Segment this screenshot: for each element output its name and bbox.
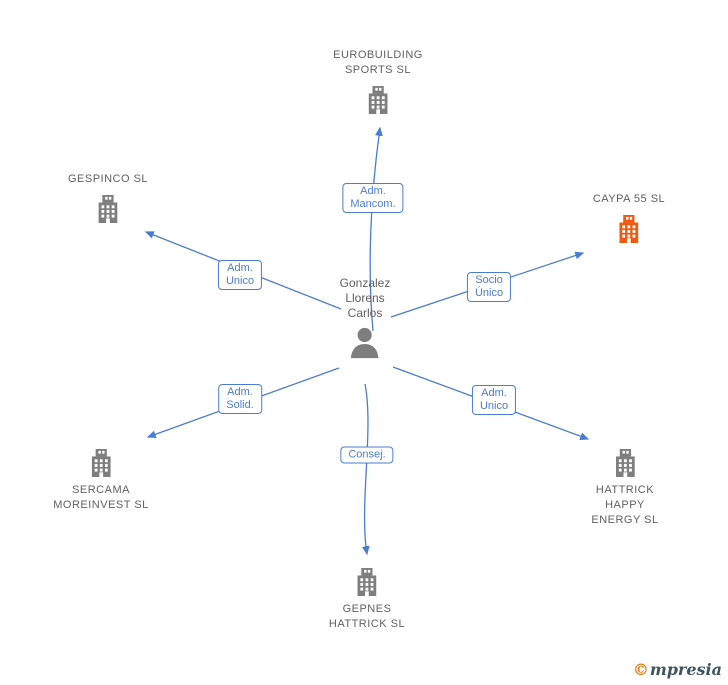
edge-label-consej: Consej. <box>340 446 394 464</box>
company-name-line: SERCAMA <box>72 484 130 496</box>
company-node-caypa[interactable]: CAYPA 55 SL <box>593 192 665 243</box>
company-name: HATTRICK HAPPY ENERGY SL <box>591 483 658 528</box>
company-name-line: HATTRICK SL <box>328 618 406 630</box>
company-name: GESPINCO SL <box>68 172 148 187</box>
building-icon <box>357 568 377 596</box>
person-name-line: Gonzalez <box>339 276 391 290</box>
company-name-line: MOREINVEST SL <box>53 499 149 511</box>
edge-label-line: Mancom. <box>350 198 396 210</box>
edge-label-line: Único <box>474 287 504 299</box>
edge-label-line: Unico <box>225 275 255 287</box>
edge-label-adm-mancom: Adm. Mancom. <box>342 183 404 213</box>
company-node-eurobuilding[interactable]: EUROBUILDING SPORTS SL <box>333 48 423 114</box>
building-icon <box>368 86 388 114</box>
edge-label-line: Solid. <box>226 399 254 411</box>
edge-label-socio-unico: Socio Único <box>466 272 512 302</box>
edge-label-adm-unico-right: Adm. Unico <box>471 385 517 415</box>
company-name-line: SPORTS SL <box>344 64 412 76</box>
building-icon <box>91 449 111 477</box>
company-name-line: EUROBUILDING <box>333 49 423 61</box>
company-name: SERCAMA MOREINVEST SL <box>53 483 149 513</box>
edge-label-adm-unico-left: Adm. Unico <box>217 260 263 290</box>
logo-text: mpresia <box>649 660 722 679</box>
company-name-line: HAPPY <box>605 499 645 511</box>
building-icon <box>98 195 118 223</box>
person-name-line: Carlos <box>347 306 383 320</box>
empresia-logo[interactable]: ©mpresia <box>633 660 722 679</box>
building-icon <box>615 449 635 477</box>
person-name-line: Llorens <box>345 291 385 305</box>
edge-label-line: Adm. <box>481 387 507 399</box>
person-name: Gonzalez Llorens Carlos <box>340 276 391 321</box>
company-name-line: GEPNES <box>342 603 392 615</box>
company-name: EUROBUILDING SPORTS SL <box>333 48 423 78</box>
company-node-gepnes[interactable]: GEPNES HATTRICK SL <box>329 568 405 632</box>
company-name-line: CAYPA 55 SL <box>592 193 666 205</box>
person-icon <box>351 327 379 359</box>
person-node[interactable]: Gonzalez Llorens Carlos <box>340 276 391 360</box>
edge-label-line: Socio <box>475 274 503 286</box>
edge-label-line: Consej. <box>348 448 386 461</box>
edge-label-line: Adm. <box>360 185 386 197</box>
company-node-gespinco[interactable]: GESPINCO SL <box>68 172 148 223</box>
edge-line-gepnes <box>361 383 370 556</box>
company-node-sercama[interactable]: SERCAMA MOREINVEST SL <box>53 449 149 513</box>
building-icon <box>619 215 639 243</box>
edge-label-line: Adm. <box>227 386 253 398</box>
company-name-line: GESPINCO SL <box>67 173 149 185</box>
edge-label-adm-solid: Adm. Solid. <box>218 384 262 414</box>
edge-line-eurobuilding <box>369 126 383 332</box>
copyright-icon: © <box>632 660 649 679</box>
edge-label-line: Unico <box>479 400 509 412</box>
company-name: CAYPA 55 SL <box>593 192 665 207</box>
edge-label-line: Adm. <box>227 262 253 274</box>
company-name: GEPNES HATTRICK SL <box>329 602 405 632</box>
company-name-line: ENERGY SL <box>591 514 659 526</box>
company-name-line: HATTRICK <box>595 484 655 496</box>
company-node-hattrick-happy[interactable]: HATTRICK HAPPY ENERGY SL <box>591 449 658 528</box>
